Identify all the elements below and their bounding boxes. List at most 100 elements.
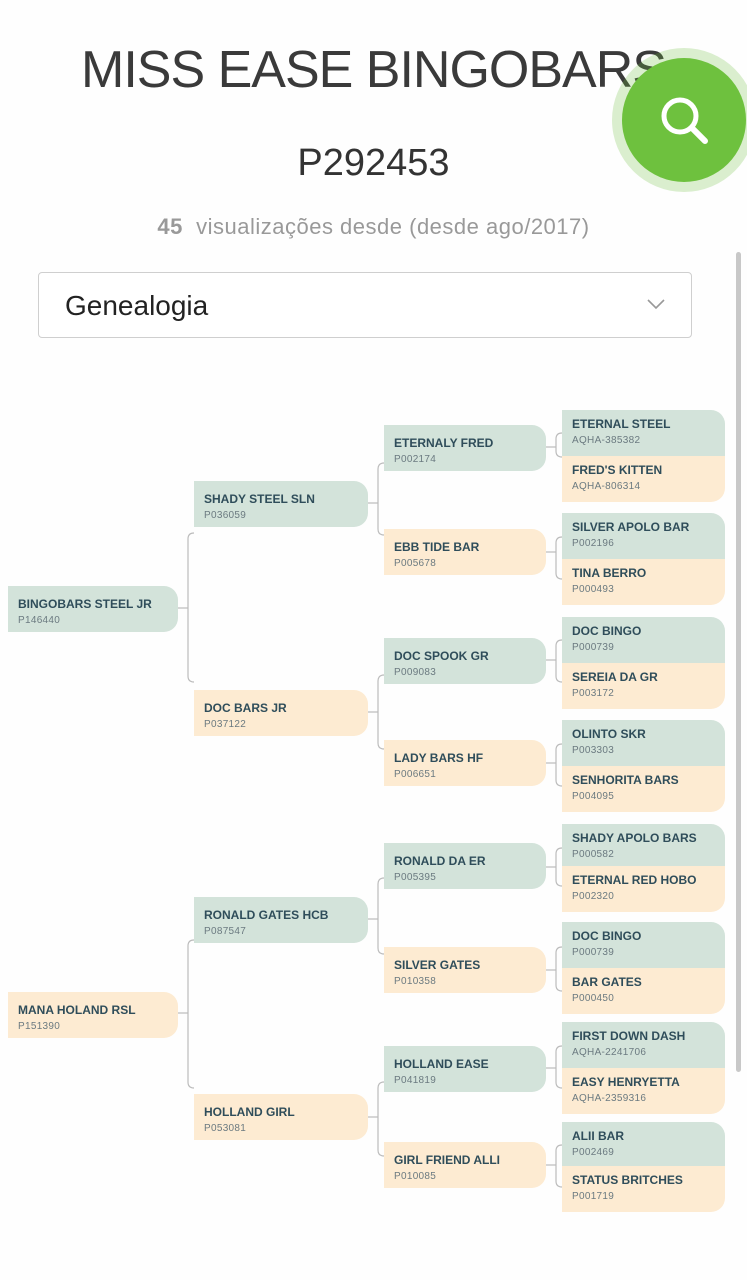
pedigree-gen4-node[interactable]: STATUS BRITCHES P001719	[562, 1166, 725, 1212]
horse-name: DOC SPOOK GR	[394, 649, 489, 663]
pedigree-gen3-node[interactable]: DOC SPOOK GR P009083	[384, 638, 546, 684]
horse-name: STATUS BRITCHES	[572, 1173, 683, 1187]
horse-name: OLINTO SKR	[572, 727, 646, 741]
horse-registration: P005395	[394, 872, 437, 883]
pedigree-gen3-node[interactable]: SILVER GATES P010358	[384, 947, 546, 993]
pedigree-gen4-node[interactable]: SENHORITA BARS P004095	[562, 766, 725, 812]
horse-name: FIRST DOWN DASH	[572, 1029, 686, 1043]
horse-name: BINGOBARS STEEL JR	[18, 597, 152, 611]
pedigree-gen4-node[interactable]: ETERNAL STEEL AQHA-385382	[562, 410, 725, 456]
horse-registration: P146440	[18, 615, 61, 626]
pedigree-dam[interactable]: MANA HOLAND RSL P151390	[8, 992, 178, 1038]
horse-name: RONALD GATES HCB	[204, 908, 329, 922]
horse-name: SEREIA DA GR	[572, 670, 658, 684]
horse-registration: P002196	[572, 538, 615, 549]
pedigree-gen4-node[interactable]: BAR GATES P000450	[562, 968, 725, 1014]
horse-name: ALII BAR	[572, 1129, 624, 1143]
pedigree-gen4-node[interactable]: FRED'S KITTEN AQHA-806314	[562, 456, 725, 502]
pedigree-gen4-node[interactable]: ETERNAL RED HOBO P002320	[562, 866, 725, 912]
horse-registration: AQHA-385382	[572, 435, 641, 446]
horse-name: ETERNALY FRED	[394, 436, 494, 450]
pedigree-gen3-node[interactable]: GIRL FRIEND ALLI P010085	[384, 1142, 546, 1188]
horse-name: SHADY STEEL SLN	[204, 492, 315, 506]
horse-registration: P151390	[18, 1021, 61, 1032]
horse-registration: P001719	[572, 1191, 615, 1202]
pedigree-gen4-node[interactable]: FIRST DOWN DASH AQHA-2241706	[562, 1022, 725, 1068]
horse-registration: P009083	[394, 667, 437, 678]
horse-registration: AQHA-2359316	[572, 1093, 647, 1104]
pedigree-gen4-node[interactable]: DOC BINGO P000739	[562, 922, 725, 968]
section-select[interactable]: Genealogia	[38, 272, 692, 338]
search-button[interactable]	[622, 58, 746, 182]
horse-name: DOC BARS JR	[204, 701, 287, 715]
views-count: 45	[157, 214, 183, 239]
horse-name: FRED'S KITTEN	[572, 463, 663, 477]
pedigree-sire[interactable]: BINGOBARS STEEL JR P146440	[8, 586, 178, 632]
pedigree-gen4-node[interactable]: TINA BERRO P000493	[562, 559, 725, 605]
pedigree-gen3-node[interactable]: ETERNALY FRED P002174	[384, 425, 546, 471]
pedigree-gen4-node[interactable]: ALII BAR P002469	[562, 1122, 725, 1168]
pedigree-gen4-node[interactable]: SILVER APOLO BAR P002196	[562, 513, 725, 559]
horse-name: LADY BARS HF	[394, 751, 484, 765]
views-text: visualizações desde (desde ago/2017)	[196, 214, 590, 239]
pedigree-gen3-node[interactable]: HOLLAND EASE P041819	[384, 1046, 546, 1092]
horse-registration: P004095	[572, 791, 615, 802]
pedigree-gen2-node[interactable]: HOLLAND GIRL P053081	[194, 1094, 368, 1140]
horse-registration: AQHA-2241706	[572, 1047, 647, 1058]
horse-registration: P002174	[394, 454, 437, 465]
horse-name: EASY HENRYETTA	[572, 1075, 680, 1089]
horse-registration: AQHA-806314	[572, 481, 641, 492]
pedigree-gen3-node[interactable]: EBB TIDE BAR P005678	[384, 529, 546, 575]
search-icon	[661, 97, 708, 144]
horse-registration: P002469	[572, 1147, 615, 1158]
pedigree-gen4-node[interactable]: OLINTO SKR P003303	[562, 720, 725, 766]
horse-registration: P087547	[204, 926, 247, 937]
section-select-value: Genealogia	[65, 290, 209, 321]
horse-name: ETERNAL STEEL	[572, 417, 671, 431]
horse-registration: P000739	[572, 947, 615, 958]
horse-name: RONALD DA ER	[394, 854, 486, 868]
horse-registration: P041819	[394, 1075, 437, 1086]
horse-registration: P005678	[394, 558, 437, 569]
horse-name: HOLLAND EASE	[394, 1057, 489, 1071]
pedigree-gen3-node[interactable]: LADY BARS HF P006651	[384, 740, 546, 786]
pedigree-gen2-node[interactable]: DOC BARS JR P037122	[194, 690, 368, 736]
chevron-down-icon	[647, 299, 665, 310]
pedigree-gen2-node[interactable]: RONALD GATES HCB P087547	[194, 897, 368, 943]
horse-name: EBB TIDE BAR	[394, 540, 480, 554]
horse-name: SILVER GATES	[394, 958, 481, 972]
pedigree-gen2-node[interactable]: SHADY STEEL SLN P036059	[194, 481, 368, 527]
horse-registration: P010085	[394, 1171, 437, 1182]
horse-registration: P002320	[572, 891, 615, 902]
pedigree-gen4-node[interactable]: DOC BINGO P000739	[562, 617, 725, 663]
pedigree-gen4-node[interactable]: SHADY APOLO BARS P000582	[562, 824, 725, 870]
horse-name: TINA BERRO	[572, 566, 647, 580]
horse-name: ETERNAL RED HOBO	[572, 873, 697, 887]
pedigree-gen4-node[interactable]: EASY HENRYETTA AQHA-2359316	[562, 1068, 725, 1114]
horse-name: MANA HOLAND RSL	[18, 1003, 136, 1017]
horse-name-title: MISS EASE BINGOBARS	[81, 41, 667, 99]
horse-registration: P000493	[572, 584, 615, 595]
scrollbar[interactable]	[736, 252, 741, 1072]
horse-registration: P000739	[572, 642, 615, 653]
horse-name: BAR GATES	[572, 975, 642, 989]
horse-registration: P000450	[572, 993, 615, 1004]
horse-name: SILVER APOLO BAR	[572, 520, 690, 534]
horse-registration: P003172	[572, 688, 615, 699]
views-counter: 45 visualizações desde (desde ago/2017)	[0, 214, 747, 240]
registration-number: P292453	[297, 142, 450, 184]
horse-name: HOLLAND GIRL	[204, 1105, 295, 1119]
horse-registration: P006651	[394, 769, 437, 780]
horse-name: SHADY APOLO BARS	[572, 831, 697, 845]
horse-registration: P053081	[204, 1123, 247, 1134]
pedigree-gen4-node[interactable]: SEREIA DA GR P003172	[562, 663, 725, 709]
horse-registration: P036059	[204, 510, 247, 521]
horse-registration: P000582	[572, 849, 615, 860]
horse-registration: P003303	[572, 745, 615, 756]
horse-name: DOC BINGO	[572, 929, 642, 943]
pedigree-gen3-node[interactable]: RONALD DA ER P005395	[384, 843, 546, 889]
horse-name: GIRL FRIEND ALLI	[394, 1153, 500, 1167]
horse-name: SENHORITA BARS	[572, 773, 679, 787]
horse-name: DOC BINGO	[572, 624, 642, 638]
